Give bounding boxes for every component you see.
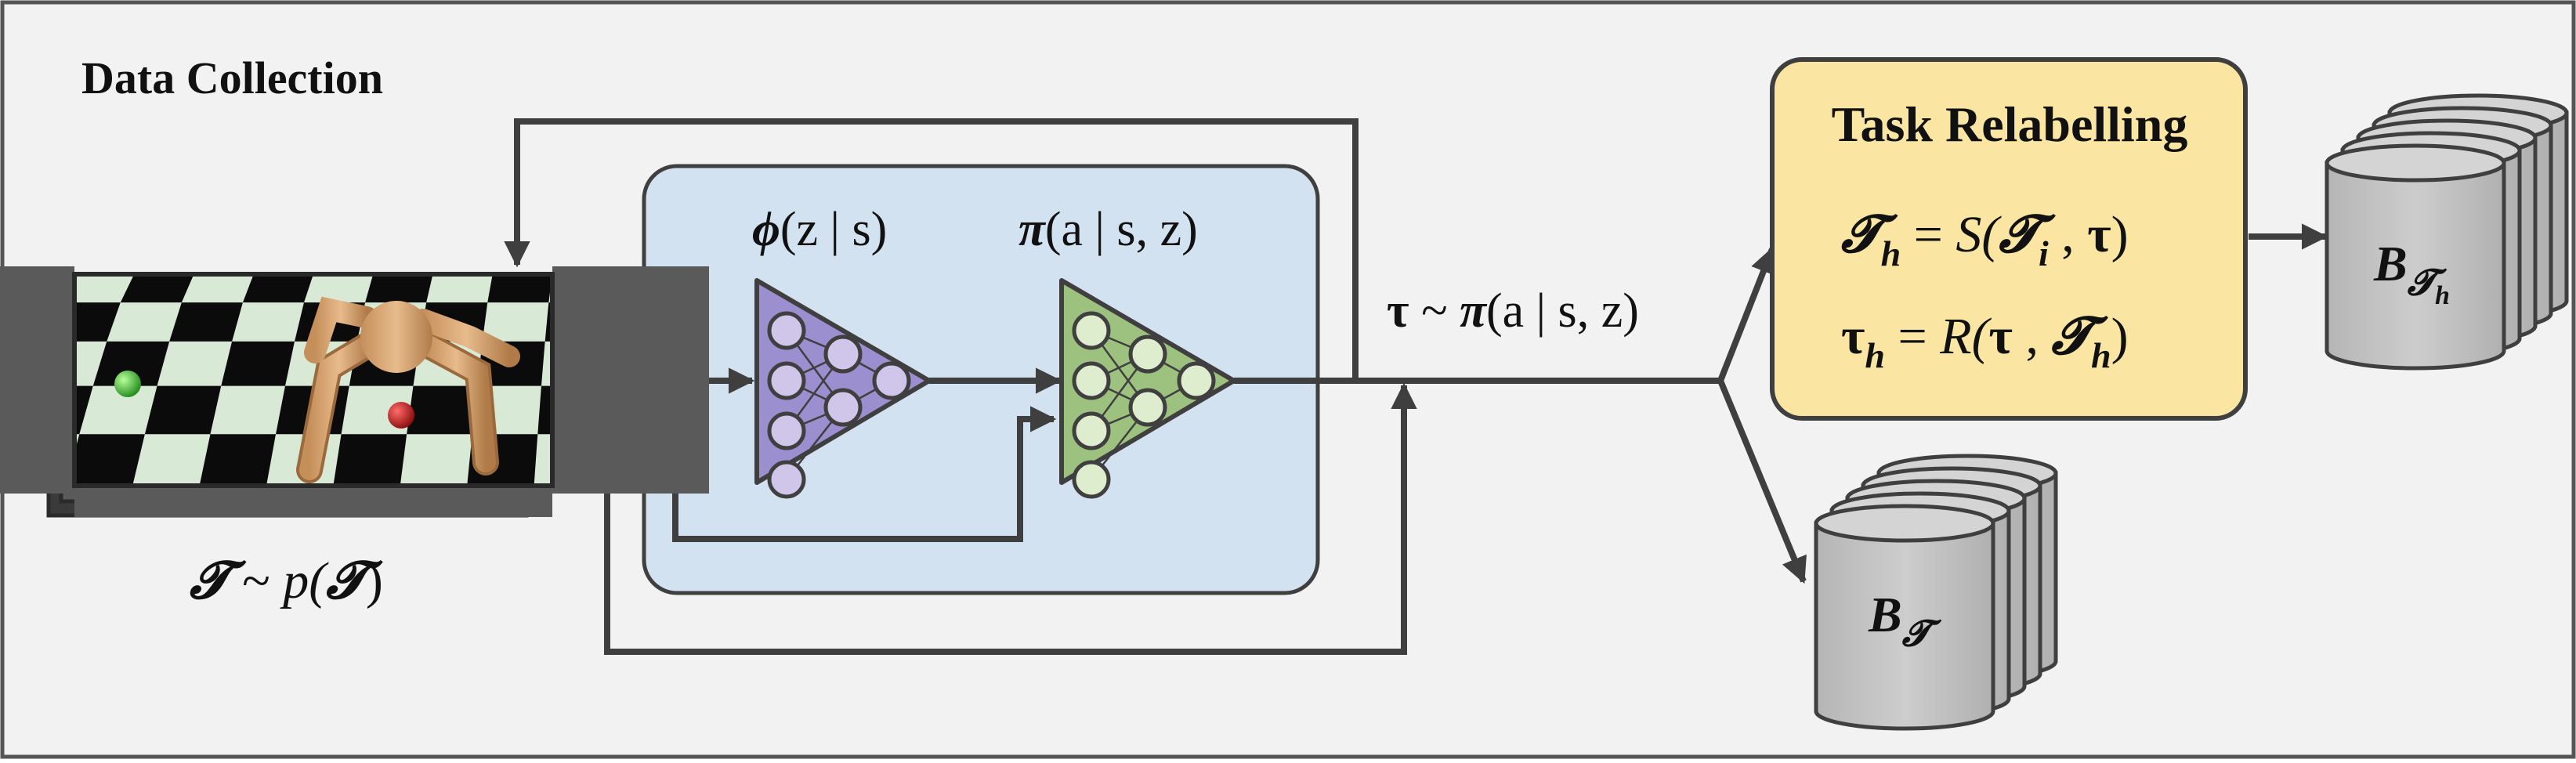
policy-label: π(a | s, z) xyxy=(1018,202,1198,258)
eq1-comma: , xyxy=(2061,206,2075,263)
task-symbol: 𝓣 xyxy=(190,552,230,609)
trajectory-pi-symbol: π xyxy=(1460,284,1486,338)
network-node xyxy=(767,361,806,400)
network-node xyxy=(1128,334,1167,374)
data-collection-title: Data Collection xyxy=(81,52,383,103)
task-arg-symbol: 𝓣 xyxy=(326,552,366,609)
relabel-equation-2: τh = R(τ , 𝓣h) xyxy=(1841,307,2129,375)
network-node xyxy=(872,361,911,400)
task-buffer-sub: 𝓣 xyxy=(1901,613,1930,653)
trajectory-label-args: (a | s, z) xyxy=(1485,284,1639,338)
network-node xyxy=(1072,411,1111,450)
network-node xyxy=(823,334,863,374)
eq1-lhs: 𝓣 xyxy=(1841,206,1881,263)
eq2-function: R( xyxy=(1940,308,1989,365)
policy-network xyxy=(1059,278,1236,499)
encoder-label: ϕ(z | s) xyxy=(752,202,887,258)
policy-label-args: (a | s, z) xyxy=(1044,203,1198,256)
state-to-trajectory-line xyxy=(604,381,1417,655)
eq2-arg2-sub: h xyxy=(2091,335,2111,375)
hindsight-buffer-base: B xyxy=(2374,236,2408,291)
eq2-lhs-sub: h xyxy=(1865,335,1886,375)
relabel-equation-1: 𝓣h = S(𝓣i , τ) xyxy=(1841,205,2129,273)
hindsight-buffer-sub: 𝓣 xyxy=(2407,262,2435,302)
feedback-loop-line xyxy=(504,118,1359,381)
fork-to-relabel-line xyxy=(1717,246,1776,382)
eq1-lhs-sub: h xyxy=(1880,233,1901,273)
eq1-arg1: 𝓣 xyxy=(1999,206,2039,263)
encoder-label-args: (z | s) xyxy=(780,203,888,256)
network-node xyxy=(1072,311,1111,350)
eq1-equals: = xyxy=(1913,206,1943,263)
task-buffer-base: B xyxy=(1869,587,1902,642)
trajectory-label: τ ~ π(a | s, z) xyxy=(1387,284,1639,339)
eq1-arg2: τ xyxy=(2087,206,2111,263)
network-node xyxy=(1072,460,1111,499)
ant-robot xyxy=(296,296,520,483)
task-buffer-label: B𝓣 xyxy=(1869,586,1930,653)
tau-symbol: τ xyxy=(1387,284,1409,338)
fork-to-buffer-line xyxy=(1717,379,1807,584)
hindsight-buffer-label: B𝓣h xyxy=(2374,235,2450,310)
environment-snapshot xyxy=(0,266,709,518)
connection-lines xyxy=(504,118,2328,655)
task-distribution-label: 𝓣 ~ p(𝓣) xyxy=(190,551,383,612)
task-relabelling-title: Task Relabelling xyxy=(1831,96,2188,152)
network-node xyxy=(767,311,806,350)
green-goal-ball xyxy=(114,371,141,397)
phi-symbol: ϕ xyxy=(752,203,780,256)
eq2-arg2: 𝓣 xyxy=(2051,308,2092,365)
task-buffer xyxy=(1814,454,2058,731)
task-relabelling-box xyxy=(1770,57,2248,421)
task-tilde: ~ xyxy=(229,552,284,609)
trajectory-tilde: ~ xyxy=(1409,284,1460,338)
network-node xyxy=(767,460,806,499)
hindsight-buffer-subsub: h xyxy=(2434,281,2450,310)
eq2-comma: , xyxy=(2025,308,2039,365)
eq2-arg1: τ xyxy=(1988,308,2013,365)
network-node xyxy=(767,411,806,450)
network-node xyxy=(1072,361,1111,400)
task-p: p( xyxy=(283,552,327,609)
eq1-function: S( xyxy=(1956,206,1999,263)
eq2-equals: = xyxy=(1898,308,1927,365)
task-close: ) xyxy=(365,552,383,609)
encoder-network xyxy=(754,278,932,499)
eq2-lhs: τ xyxy=(1841,308,1865,365)
eq1-arg1-sub: i xyxy=(2038,233,2049,273)
pi-symbol: π xyxy=(1018,203,1045,256)
eq1-close: ) xyxy=(2111,206,2129,263)
red-ball xyxy=(388,402,414,429)
network-node xyxy=(1128,388,1167,427)
network-node xyxy=(1177,361,1216,400)
hindsight-buffer xyxy=(2325,93,2569,371)
network-node xyxy=(823,388,863,427)
eq2-close: ) xyxy=(2111,308,2129,365)
